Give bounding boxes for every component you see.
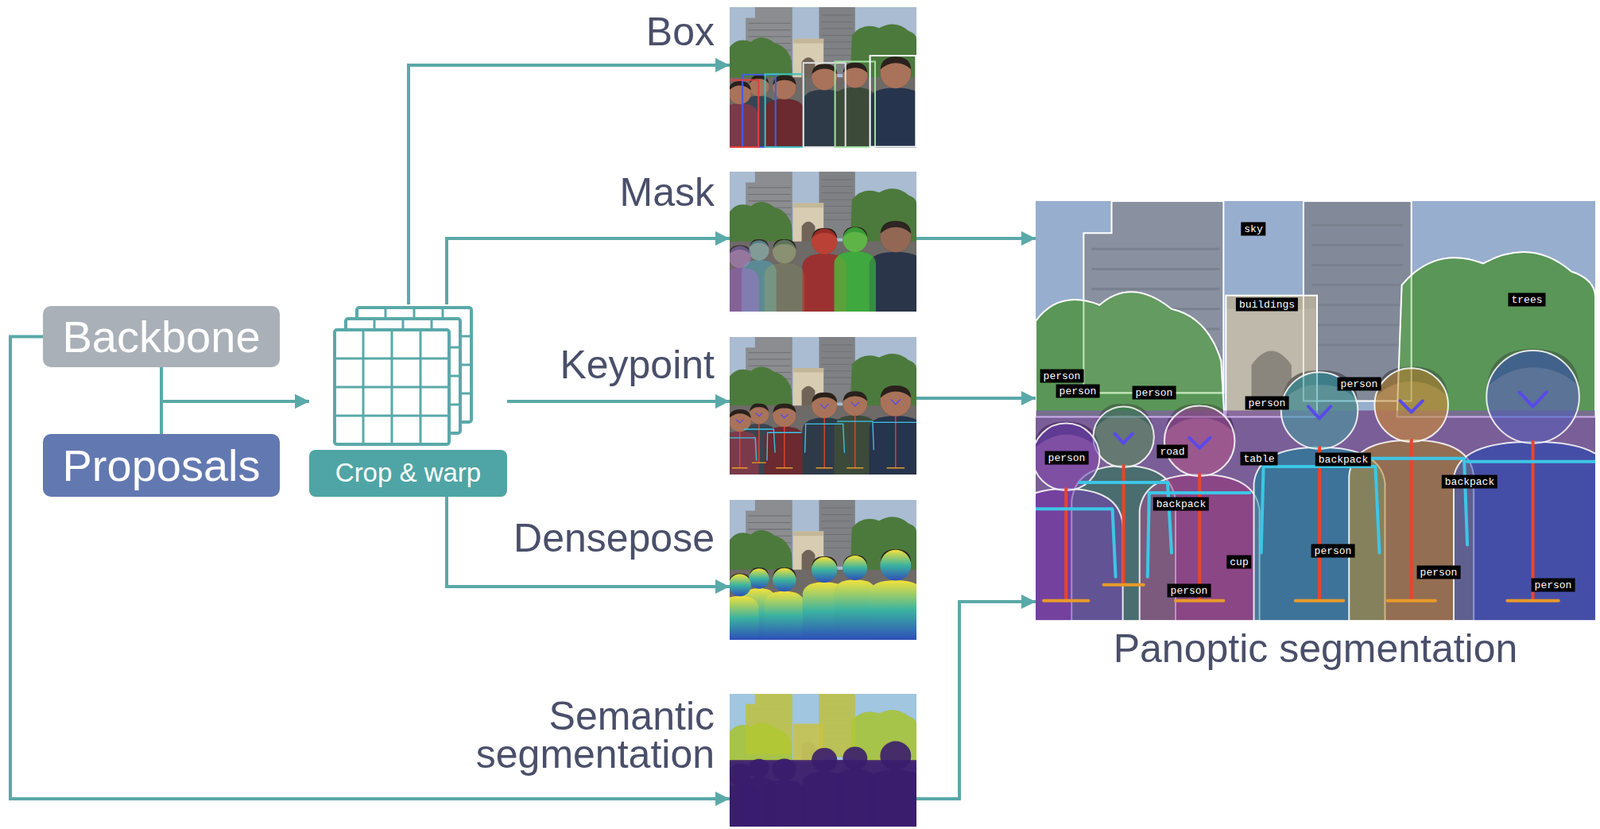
box-label: Proposals [61,441,260,491]
class-tag: person [1167,584,1212,598]
densepose-thumbnail [720,499,923,640]
flow-arrow [916,396,1036,400]
keypoint-output: Keypoint [729,337,917,475]
flow-arrow [161,401,310,434]
box-thumbnail [720,7,923,148]
flow-arrow [10,337,730,800]
connector-group [10,65,1036,799]
class-tag: person [1045,451,1089,465]
class-tag: backpack [1153,497,1209,512]
class-tag: backpack [1315,453,1372,467]
feature-grid-icon [334,307,472,445]
panoptic-output: Panoptic segmentation [1035,201,1596,621]
semantic-thumbnail [720,693,923,827]
output-heading: Mask [619,171,715,214]
flow-arrow [446,496,730,587]
output-heading: Box [646,11,715,53]
crop-warp-block: Crop & warp [309,304,508,497]
mask-output: Mask [729,171,917,312]
flow-arrow [446,238,730,305]
class-tag: backpack [1441,475,1498,489]
class-tag: cup [1226,555,1252,570]
class-tag: person [1245,396,1290,411]
semantic-output: Semantic segmentation [729,693,917,827]
class-tag: person [1417,565,1461,580]
class-tag: table [1239,452,1278,466]
panoptic-image [1009,201,1600,621]
proposals-box: Proposals [42,433,280,497]
class-tag: person [1040,369,1085,384]
class-tag: person [1337,377,1382,392]
class-tag: person [1132,386,1177,400]
class-tag: trees [1507,293,1546,307]
flow-arrow [916,601,1036,799]
output-heading: Keypoint [559,344,715,386]
flow-arrow [507,399,730,403]
output-caption: Panoptic segmentation [1113,627,1519,670]
mask-thumbnail [720,171,923,312]
box-label: Crop & warp [335,458,481,488]
box-output: Box [729,7,917,148]
flow-arrow [161,367,310,402]
flow-arrow [408,65,730,305]
box-label: Backbone [61,312,260,362]
class-tag: buildings [1235,298,1298,312]
class-tag: person [1311,544,1356,558]
densepose-output: Densepose [729,499,917,640]
backbone-box: Backbone [42,306,280,368]
class-tag: person [1056,384,1101,399]
keypoint-thumbnail [720,337,923,475]
class-tag: sky [1240,222,1266,237]
output-heading: Densepose [513,517,715,559]
output-heading: Semantic segmentation [460,697,715,774]
class-tag: person [1531,578,1576,593]
crop-label-box: Crop & warp [309,449,508,497]
flow-arrow [916,236,1036,241]
class-tag: road [1156,445,1188,459]
